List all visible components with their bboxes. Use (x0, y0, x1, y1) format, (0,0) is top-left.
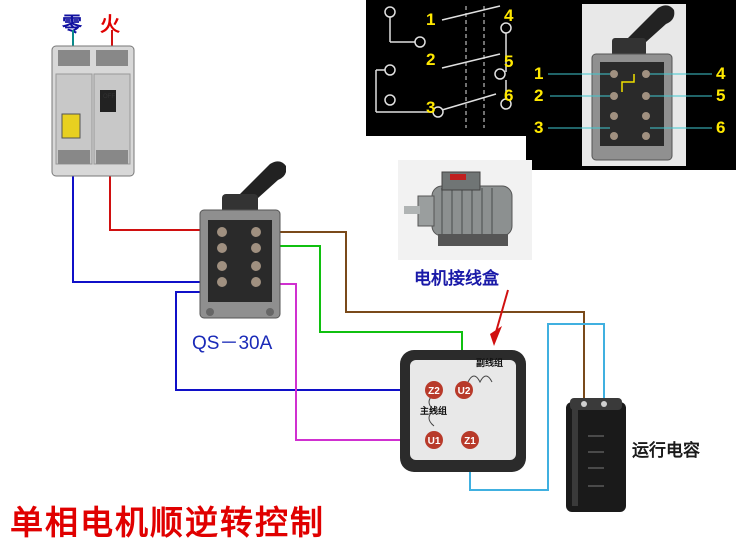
terminal-z1: Z1 (464, 436, 476, 447)
coil-label-left: 主线组 (420, 407, 448, 417)
terminal-z2: Z2 (428, 386, 440, 397)
cyan-wire (469, 323, 605, 491)
motor-icon (398, 160, 532, 260)
arrow-line (495, 289, 509, 333)
photo-number-1: 1 (534, 64, 544, 83)
switch-photo-panel: 1 2 3 4 5 6 (526, 0, 736, 170)
photo-number-5: 5 (716, 86, 726, 105)
rotary-switch-icon (199, 161, 286, 319)
live-wire (109, 160, 222, 231)
photo-number-4: 4 (716, 64, 726, 83)
terminal-u2: U2 (458, 386, 471, 397)
schematic-number-1: 1 (426, 10, 436, 29)
photo-number-2: 2 (534, 86, 544, 105)
main-title: 单相电机顺逆转控制 (10, 503, 325, 542)
schematic-number-3: 3 (426, 98, 436, 117)
photo-number-3: 3 (534, 118, 544, 137)
junction-box-label: 电机接线盒 (414, 269, 499, 289)
neutral-wire (72, 160, 222, 283)
coil-label-top: 副线组 (476, 359, 504, 369)
brown-wire (258, 231, 585, 400)
switch-schematic-panel: 1 2 3 4 5 6 (366, 0, 526, 136)
switch-model-label: QS－30A (192, 333, 273, 354)
arrow-head (490, 326, 502, 346)
capacitor-label: 运行电容 (632, 441, 700, 461)
breaker-off-mark: OFF (103, 94, 115, 100)
photo-number-6: 6 (716, 118, 726, 137)
capacitor-icon (566, 398, 626, 512)
schematic-number-2: 2 (426, 50, 436, 69)
schematic-number-4: 4 (504, 6, 514, 25)
terminal-u1: U1 (428, 436, 441, 447)
circuit-breaker-icon (51, 30, 135, 177)
schematic-number-5: 5 (504, 52, 514, 71)
schematic-number-6: 6 (504, 86, 514, 105)
live-label: 火 (100, 12, 120, 36)
neutral-wire-to-z2 (175, 291, 424, 391)
neutral-label: 零 (62, 12, 82, 36)
junction-box-icon: Z2 U2 U1 Z1 (400, 350, 526, 472)
